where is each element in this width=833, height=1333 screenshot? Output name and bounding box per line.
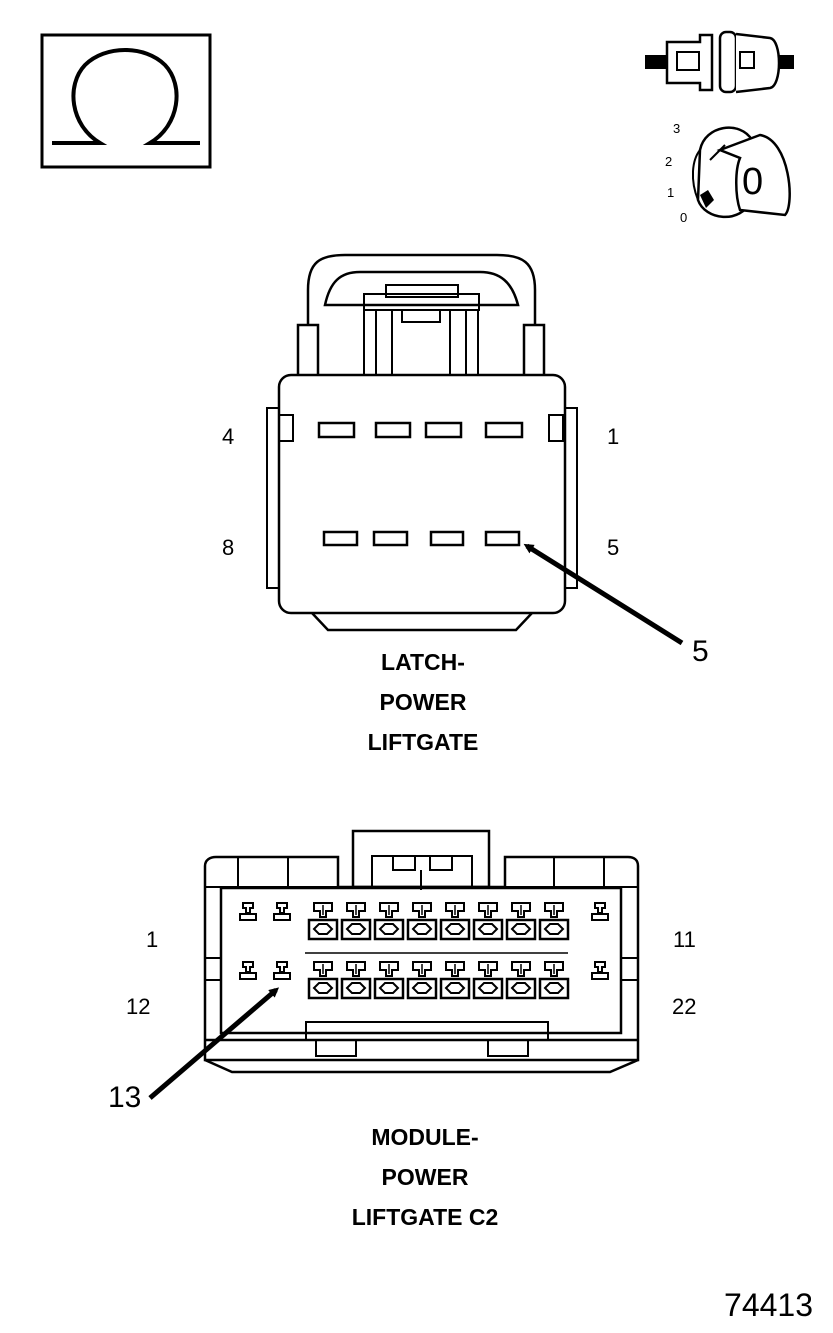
- terminal-bottom-6: [472, 961, 504, 1000]
- terminal-small-top-end: [591, 902, 609, 921]
- terminal-bottom-4: [406, 961, 438, 1000]
- terminal-bottom-1: [307, 961, 339, 1000]
- ohm-symbol-icon: [40, 33, 212, 169]
- latch-callout-number: 5: [692, 635, 709, 668]
- latch-pin-label-5: 5: [607, 535, 619, 560]
- figure-number: 74413: [724, 1287, 813, 1323]
- terminal-small-top-1: [239, 902, 257, 921]
- ignition-key-position: 0: [742, 161, 763, 203]
- latch-pin-label-1: 1: [607, 424, 619, 449]
- terminal-top-4: [406, 902, 438, 941]
- terminal-top-5: [439, 902, 471, 941]
- module-callout-number: 13: [108, 1081, 141, 1114]
- terminal-small-bottom-end: [591, 961, 609, 980]
- latch-caption-line-3: LIFTGATE: [368, 729, 479, 755]
- module-pin-label-22: 22: [672, 994, 696, 1019]
- ignition-position-1: 1: [667, 185, 674, 200]
- terminal-top-6: [472, 902, 504, 941]
- ignition-key-icon: 0 3 2 1 0: [665, 121, 791, 225]
- terminal-top-3: [373, 902, 405, 941]
- latch-pin-label-4: 4: [222, 424, 234, 449]
- terminal-bottom-3: [373, 961, 405, 1000]
- latch-pin-label-8: 8: [222, 535, 234, 560]
- ignition-position-2: 2: [665, 154, 672, 169]
- terminal-small-bottom-2: [273, 961, 291, 980]
- terminal-top-2: [340, 902, 372, 941]
- module-pin-label-1: 1: [146, 927, 158, 952]
- terminal-bottom-2: [340, 961, 372, 1000]
- latch-connector: [266, 253, 684, 646]
- module-connector: [148, 829, 640, 1100]
- latch-caption-line-2: POWER: [380, 689, 467, 715]
- ignition-position-0: 0: [680, 210, 687, 225]
- latch-caption-line-1: LATCH-: [381, 649, 465, 675]
- terminal-bottom-5: [439, 961, 471, 1000]
- module-caption-line-2: POWER: [382, 1164, 469, 1190]
- terminal-small-bottom-1: [239, 961, 257, 980]
- terminal-top-7: [505, 902, 537, 941]
- connector-disconnect-icon: [645, 30, 794, 94]
- module-pin-label-12: 12: [126, 994, 150, 1019]
- terminal-top-8: [538, 902, 570, 941]
- module-caption-line-1: MODULE-: [371, 1124, 478, 1150]
- ignition-position-3: 3: [673, 121, 680, 136]
- module-caption-line-3: LIFTGATE C2: [352, 1204, 499, 1230]
- module-pin-label-11: 11: [673, 927, 696, 952]
- terminal-bottom-7: [505, 961, 537, 1000]
- terminal-bottom-8: [538, 961, 570, 1000]
- terminal-small-top-2: [273, 902, 291, 921]
- terminal-top-1: [307, 902, 339, 941]
